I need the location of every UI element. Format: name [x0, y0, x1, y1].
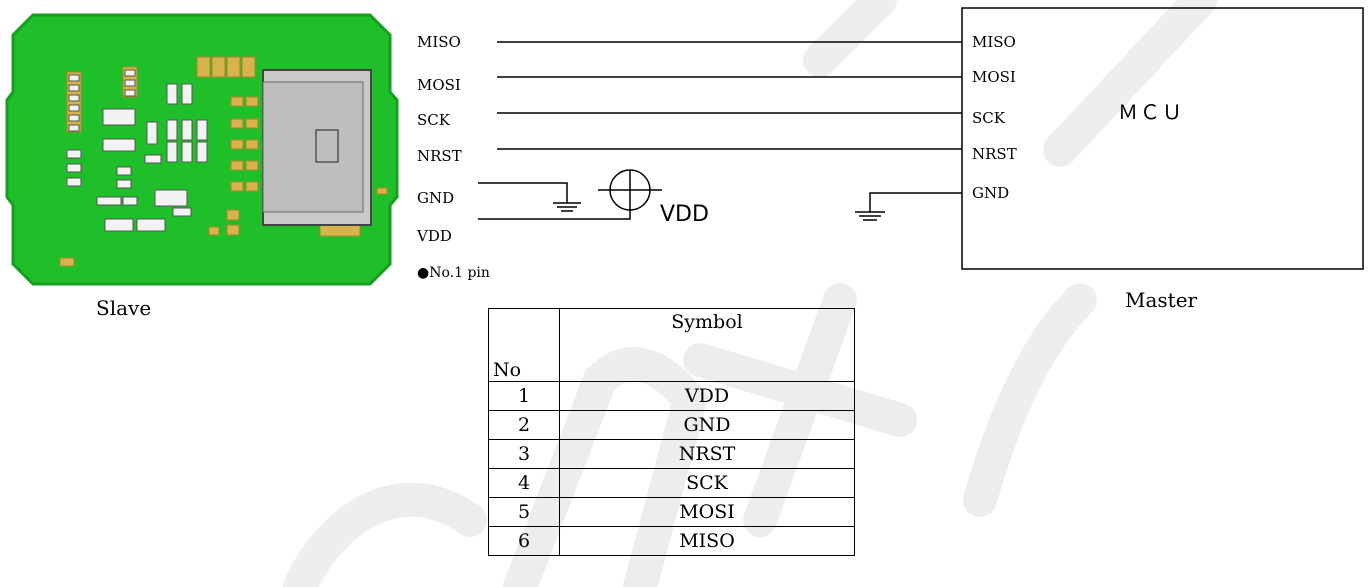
table-row: 6 MISO: [488, 526, 855, 556]
table-row: 1 VDD: [488, 381, 855, 411]
table-row: 3 NRST: [488, 439, 855, 469]
slave-pin-label-miso: MISO: [417, 33, 461, 51]
table-header-row: No Symbol: [488, 308, 855, 382]
row-symbol: MOSI: [559, 497, 855, 527]
slave-pin-label-vdd: VDD: [417, 227, 452, 245]
header-symbol: Symbol: [559, 308, 855, 382]
header-no: No: [488, 308, 560, 382]
master-caption: Master: [1125, 288, 1198, 312]
mcu-label: ＭＣＵ: [1118, 100, 1184, 124]
row-no: 6: [488, 526, 560, 556]
slave-caption: Slave: [96, 296, 152, 320]
row-no: 3: [488, 439, 560, 469]
table-row: 5 MOSI: [488, 497, 855, 527]
slave-pin-label-nrst: NRST: [417, 147, 462, 165]
master-gnd-wire: [869, 192, 962, 212]
slave-gnd-wire: [478, 182, 568, 203]
table-row: 2 GND: [488, 410, 855, 440]
slave-pin-label-sck: SCK: [417, 111, 450, 129]
vdd-wire: [478, 170, 631, 220]
master-pin-label-gnd: GND: [972, 184, 1010, 202]
slave-pin-label-gnd: GND: [417, 189, 455, 207]
pin1-note: ●No.1 pin: [417, 265, 490, 281]
master-pin-label-sck: SCK: [972, 109, 1005, 127]
vdd-supply-label: VDD: [660, 202, 709, 227]
table-row: 4 SCK: [488, 468, 855, 498]
row-no: 2: [488, 410, 560, 440]
row-symbol: VDD: [559, 381, 855, 411]
row-symbol: SCK: [559, 468, 855, 498]
master-mcu-box: [961, 7, 1364, 270]
pin-assignment-table: No Symbol 1 VDD 2 GND 3 NRST 4 SCK 5 MOS…: [488, 308, 855, 556]
master-pin-label-nrst: NRST: [972, 145, 1017, 163]
row-symbol: NRST: [559, 439, 855, 469]
master-pin-label-miso: MISO: [972, 33, 1016, 51]
row-no: 1: [488, 381, 560, 411]
slave-pin-label-mosi: MOSI: [417, 76, 461, 94]
row-symbol: MISO: [559, 526, 855, 556]
row-symbol: GND: [559, 410, 855, 440]
row-no: 4: [488, 468, 560, 498]
slave-pcb-image: [5, 13, 399, 286]
row-no: 5: [488, 497, 560, 527]
master-pin-label-mosi: MOSI: [972, 68, 1016, 86]
